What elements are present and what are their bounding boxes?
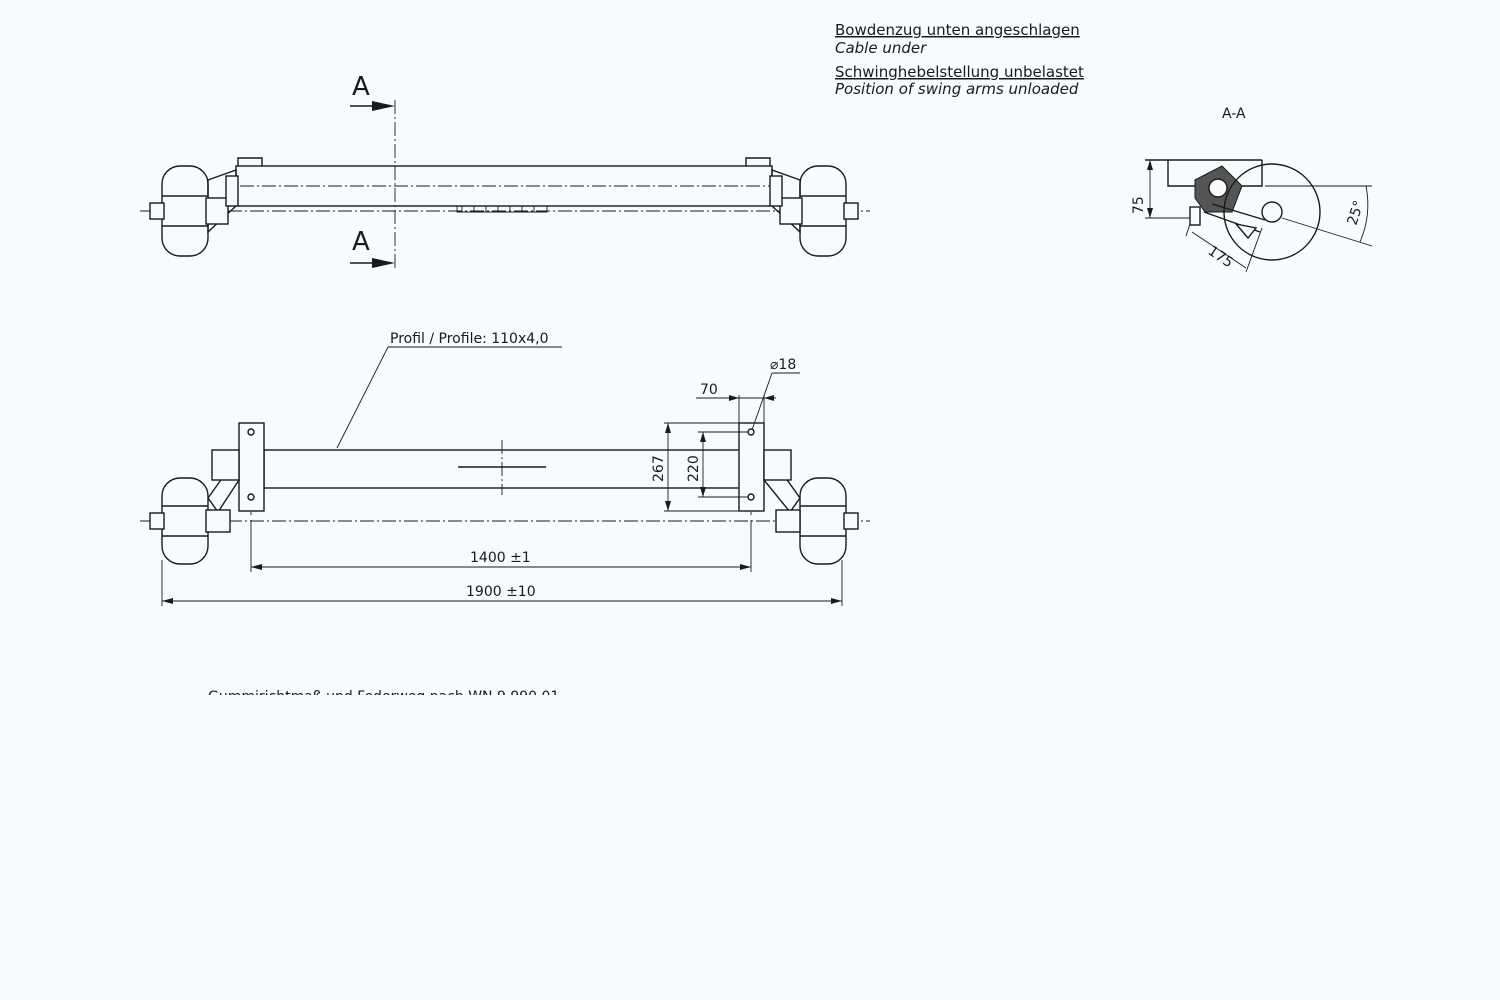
dim-hole: ⌀18: [770, 357, 796, 373]
dim-section-height: 75: [1131, 196, 1147, 214]
footer-note: Gummirichtmaß und Federweg nach WN 9.990…: [208, 689, 559, 705]
note-swing-en: Position of swing arms unloaded: [835, 80, 1079, 98]
note-cable-en: Cable under: [835, 39, 927, 57]
profile-label: Profil / Profile: 110x4,0: [390, 331, 549, 347]
section-title: A-A: [1222, 106, 1246, 122]
plan-view: Profil / Profile: 110x4,0 267 220 70 ⌀18…: [140, 331, 870, 606]
section-marker-top: A: [352, 72, 370, 102]
section-marker-bottom: A: [352, 227, 370, 257]
dim-offset: 70: [700, 382, 718, 398]
dim-bracket-outer: 267: [651, 455, 667, 482]
dim-overall: 1900 ±10: [466, 584, 536, 600]
note-swing-de: Schwinghebelstellung unbelastet: [835, 63, 1084, 81]
dim-arm-angle: 25°: [1345, 199, 1368, 228]
note-cable-de: Bowdenzug unten angeschlagen: [835, 21, 1080, 39]
section-view: A-A 75 175 25°: [1131, 106, 1373, 273]
dim-bracket-inner: 220: [686, 455, 702, 482]
front-view: A A: [140, 72, 870, 270]
dim-bracket-spacing: 1400 ±1: [470, 550, 531, 566]
dim-arm-length: 175: [1205, 243, 1236, 271]
